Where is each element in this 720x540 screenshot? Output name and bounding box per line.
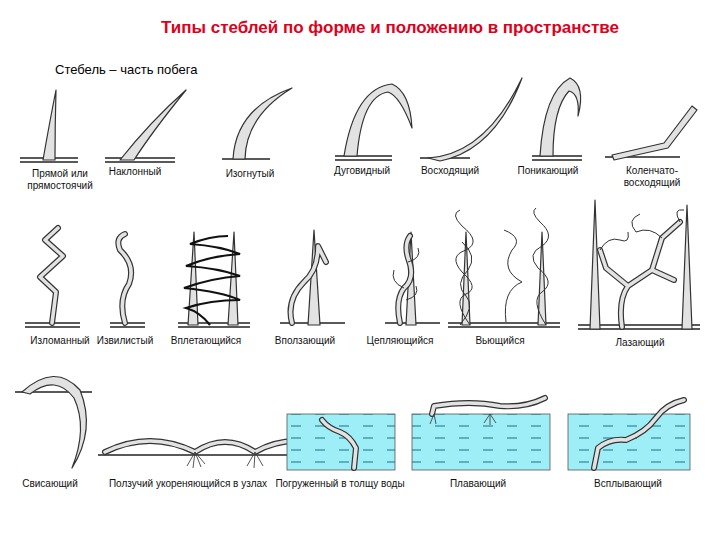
stem-type-label: Вьющийся: [475, 335, 524, 347]
stem-type-label: Дуговидный: [334, 165, 390, 177]
diagram-title: Типы стеблей по форме и положению в прос…: [161, 18, 619, 38]
stem-type-label: Цепляющийся: [367, 335, 434, 347]
stem-type-label: Погруженный в толщу воды: [275, 478, 404, 490]
stem-type-label: Лазающий: [615, 337, 664, 349]
stem-type-label: Наклонный: [109, 166, 162, 178]
stem-type-label: Коленчато-восходящий: [611, 165, 693, 188]
stem-type-label: Поникающий: [518, 165, 579, 177]
subtitle: Стебель – часть побега: [55, 62, 198, 77]
stem-type-label: Свисающий: [22, 478, 78, 490]
stem-type-label: Изломанный: [30, 335, 89, 347]
stem-type-label: Извилистый: [97, 335, 153, 347]
stem-type-label: Вползающий: [275, 335, 335, 347]
stem-type-label: Восходящий: [421, 165, 479, 177]
stem-type-label: Прямой или прямостоячий: [19, 168, 101, 191]
stem-type-label: Изогнутый: [226, 168, 275, 180]
stem-type-label: Ползучий укореняющийся в узлах: [109, 478, 267, 490]
stem-type-label: Вплетающийся: [171, 335, 242, 347]
stem-type-label: Плавающий: [450, 478, 506, 490]
stem-type-label: Всплывающий: [594, 478, 662, 490]
